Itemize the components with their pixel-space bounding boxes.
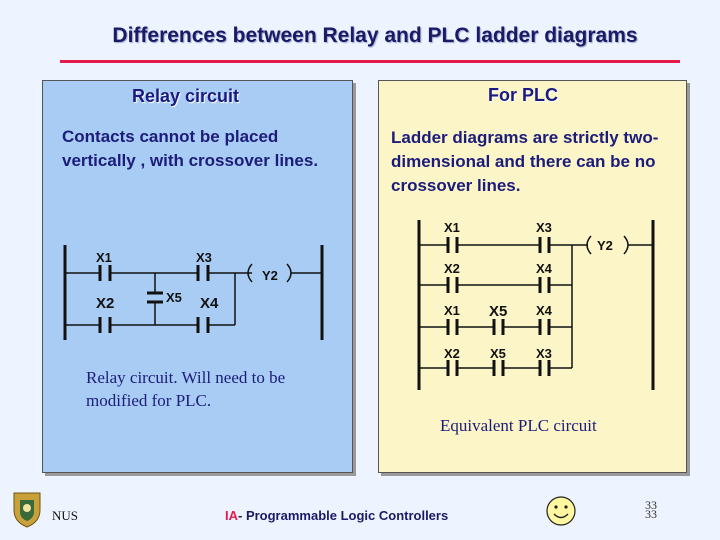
footer-org: NUS [52, 508, 79, 523]
plc-row4-contact2-label: X5 [490, 346, 506, 361]
plc-panel [378, 80, 687, 473]
plc-y2-coil-right [623, 235, 629, 255]
relay-label-x5: X5 [166, 290, 182, 305]
plc-row2-contact1-label: X2 [444, 261, 460, 276]
plc-row1-contact2-label: X3 [536, 220, 552, 235]
course-rest: - Programmable Logic Controllers [238, 508, 449, 523]
plc-row3-contact1-label: X1 [444, 303, 460, 318]
relay-label-x4: X4 [200, 295, 219, 312]
relay-description: Contacts cannot be placed vertically , w… [62, 127, 319, 170]
page-number-bottom: 33 [645, 507, 657, 521]
plc-description: Ladder diagrams are strictly two-dimensi… [391, 128, 659, 195]
relay-label-x2: X2 [96, 295, 114, 312]
page-title: Differences between Relay and PLC ladder… [112, 24, 638, 47]
plc-caption: Equivalent PLC circuit [440, 416, 597, 435]
plc-y2-coil-left [586, 235, 592, 255]
page-number-top: 33 [645, 498, 657, 512]
plc-heading: For PLC [488, 85, 558, 105]
footer-course-title: IA- Programmable Logic Controllers [225, 508, 448, 523]
university-crest-icon [13, 492, 41, 528]
plc-row4-contact3-label: X3 [536, 346, 552, 361]
y2-coil-left [247, 263, 253, 283]
smiley-face-icon [546, 496, 576, 526]
plc-row1-contact1-label: X1 [444, 220, 460, 235]
plc-row2-contact2-label: X4 [536, 261, 553, 276]
relay-label-x3: X3 [196, 250, 212, 265]
course-prefix: IA [225, 508, 238, 523]
plc-row3-contact3-label: X4 [536, 303, 553, 318]
relay-ladder-diagram: X1 X3 Y2 X2 X5 X4 [63, 245, 324, 340]
plc-row4-contact1-label: X2 [444, 346, 460, 361]
plc-ladder-diagram: X1 X3 Y2 X2 X4 X1 X5 X4 X2 X5 X3 [417, 220, 655, 390]
plc-row3-contact2-label: X5 [489, 303, 507, 320]
plc-coil-label: Y2 [597, 238, 613, 253]
relay-label-y2: Y2 [262, 268, 278, 283]
y2-coil-right [286, 263, 292, 283]
relay-heading: Relay circuit [132, 86, 240, 106]
relay-caption: Relay circuit. Will need to be modified … [86, 368, 286, 410]
title-underline [60, 60, 680, 63]
relay-label-x1: X1 [96, 250, 112, 265]
